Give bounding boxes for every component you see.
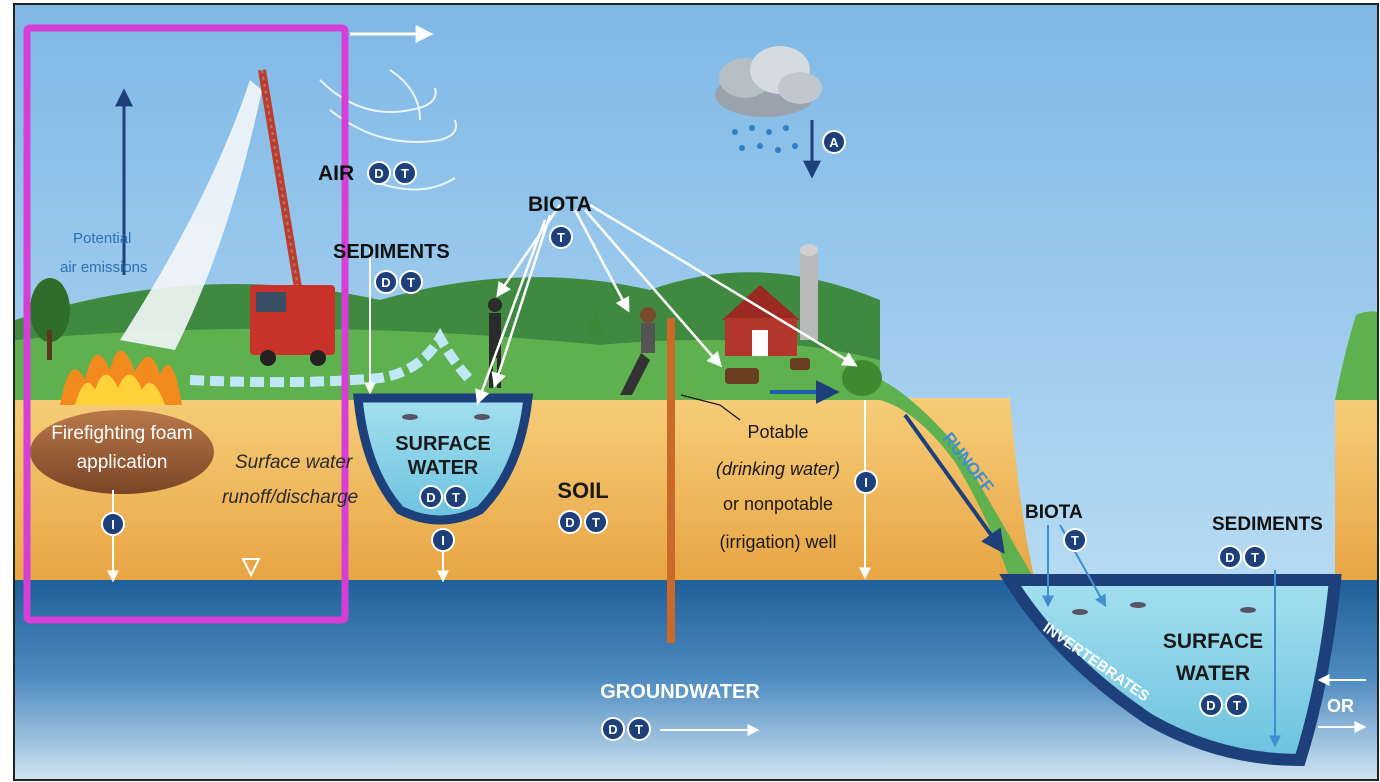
- svg-text:I: I: [111, 517, 115, 532]
- stream: [189, 327, 474, 388]
- svg-text:T: T: [557, 230, 565, 245]
- surface-water-left-label-1: SURFACE: [395, 433, 491, 455]
- foam-blob: [30, 410, 214, 494]
- barn-icon: [722, 285, 800, 356]
- badge-d: D: [558, 510, 582, 534]
- highlight-box: [23, 24, 349, 624]
- badge-t: T: [444, 485, 468, 509]
- sediments-top-label: SEDIMENTS: [333, 241, 450, 263]
- well-pipe: [667, 318, 675, 643]
- svg-text:D: D: [374, 166, 383, 181]
- badge-i: I: [101, 512, 125, 536]
- svg-text:T: T: [452, 490, 460, 505]
- badge-d: D: [374, 270, 398, 294]
- well-label-3: or nonpotable: [723, 494, 833, 514]
- air-label: AIR: [318, 162, 354, 185]
- badge-a: A: [822, 130, 846, 154]
- svg-text:T: T: [1071, 533, 1079, 548]
- rain-icon: [732, 125, 798, 153]
- surface-runoff-label-2: runoff/discharge: [222, 487, 358, 508]
- svg-text:I: I: [864, 475, 868, 490]
- badge-i: I: [431, 528, 455, 552]
- biota-top-label: BIOTA: [528, 193, 592, 216]
- fire-truck-icon: [250, 69, 335, 366]
- well-label-4: (irrigation) well: [719, 532, 836, 552]
- svg-text:T: T: [407, 275, 415, 290]
- badge-d: D: [419, 485, 443, 509]
- badge-d: D: [601, 717, 625, 741]
- svg-text:T: T: [401, 166, 409, 181]
- well-label-2: (drinking water): [716, 459, 840, 479]
- svg-text:D: D: [381, 275, 390, 290]
- svg-text:D: D: [1206, 698, 1215, 713]
- svg-text:A: A: [829, 135, 839, 150]
- badge-t: T: [584, 510, 608, 534]
- or-label: OR: [1327, 696, 1354, 716]
- badge-d: D: [367, 161, 391, 185]
- svg-text:T: T: [635, 722, 643, 737]
- tree-icon: [30, 278, 882, 396]
- svg-text:D: D: [1225, 550, 1234, 565]
- badge-t: T: [393, 161, 417, 185]
- svg-text:D: D: [565, 515, 574, 530]
- badge-t: T: [1225, 693, 1249, 717]
- fire-icon: [60, 350, 182, 405]
- badge-t: T: [399, 270, 423, 294]
- surface-water-right-label-2: WATER: [1176, 662, 1250, 685]
- silo-icon: [800, 244, 818, 340]
- biota-right-label: BIOTA: [1025, 502, 1083, 523]
- surface-water-left-label-2: WATER: [408, 457, 479, 479]
- badge-d: D: [1199, 693, 1223, 717]
- sediments-right-label: SEDIMENTS: [1212, 514, 1323, 535]
- surface-runoff-label-1: Surface water: [235, 452, 353, 473]
- groundwater-label: GROUNDWATER: [600, 681, 760, 703]
- svg-text:D: D: [608, 722, 617, 737]
- svg-text:T: T: [1233, 698, 1241, 713]
- badge-i: I: [854, 470, 878, 494]
- surface-water-right-label-1: SURFACE: [1163, 630, 1263, 653]
- badge-d: D: [1218, 545, 1242, 569]
- fish-icon: [402, 414, 1256, 615]
- person-seated-icon: [620, 307, 656, 395]
- cow-icon: [725, 358, 810, 384]
- svg-text:I: I: [441, 533, 445, 548]
- surface-water-right: [999, 574, 1342, 767]
- soil-zone: [15, 398, 1035, 580]
- badge-t: T: [1243, 545, 1267, 569]
- foam-label-2: application: [77, 452, 168, 473]
- badge-t: T: [549, 225, 573, 249]
- badge-t: T: [627, 717, 651, 741]
- svg-text:T: T: [592, 515, 600, 530]
- svg-text:T: T: [1251, 550, 1259, 565]
- potential-emissions-label-1: Potential: [73, 230, 131, 247]
- potential-emissions-label-2: air emissions: [60, 259, 148, 276]
- cloud-icon: [715, 46, 822, 117]
- foam-label-1: Firefighting foam: [51, 423, 193, 444]
- soil-label: SOIL: [557, 478, 608, 503]
- well-label-1: Potable: [747, 422, 808, 442]
- water-table-icon: [241, 558, 261, 578]
- badge-t: T: [1063, 528, 1087, 552]
- surface-water-left: [353, 393, 534, 525]
- svg-text:D: D: [426, 490, 435, 505]
